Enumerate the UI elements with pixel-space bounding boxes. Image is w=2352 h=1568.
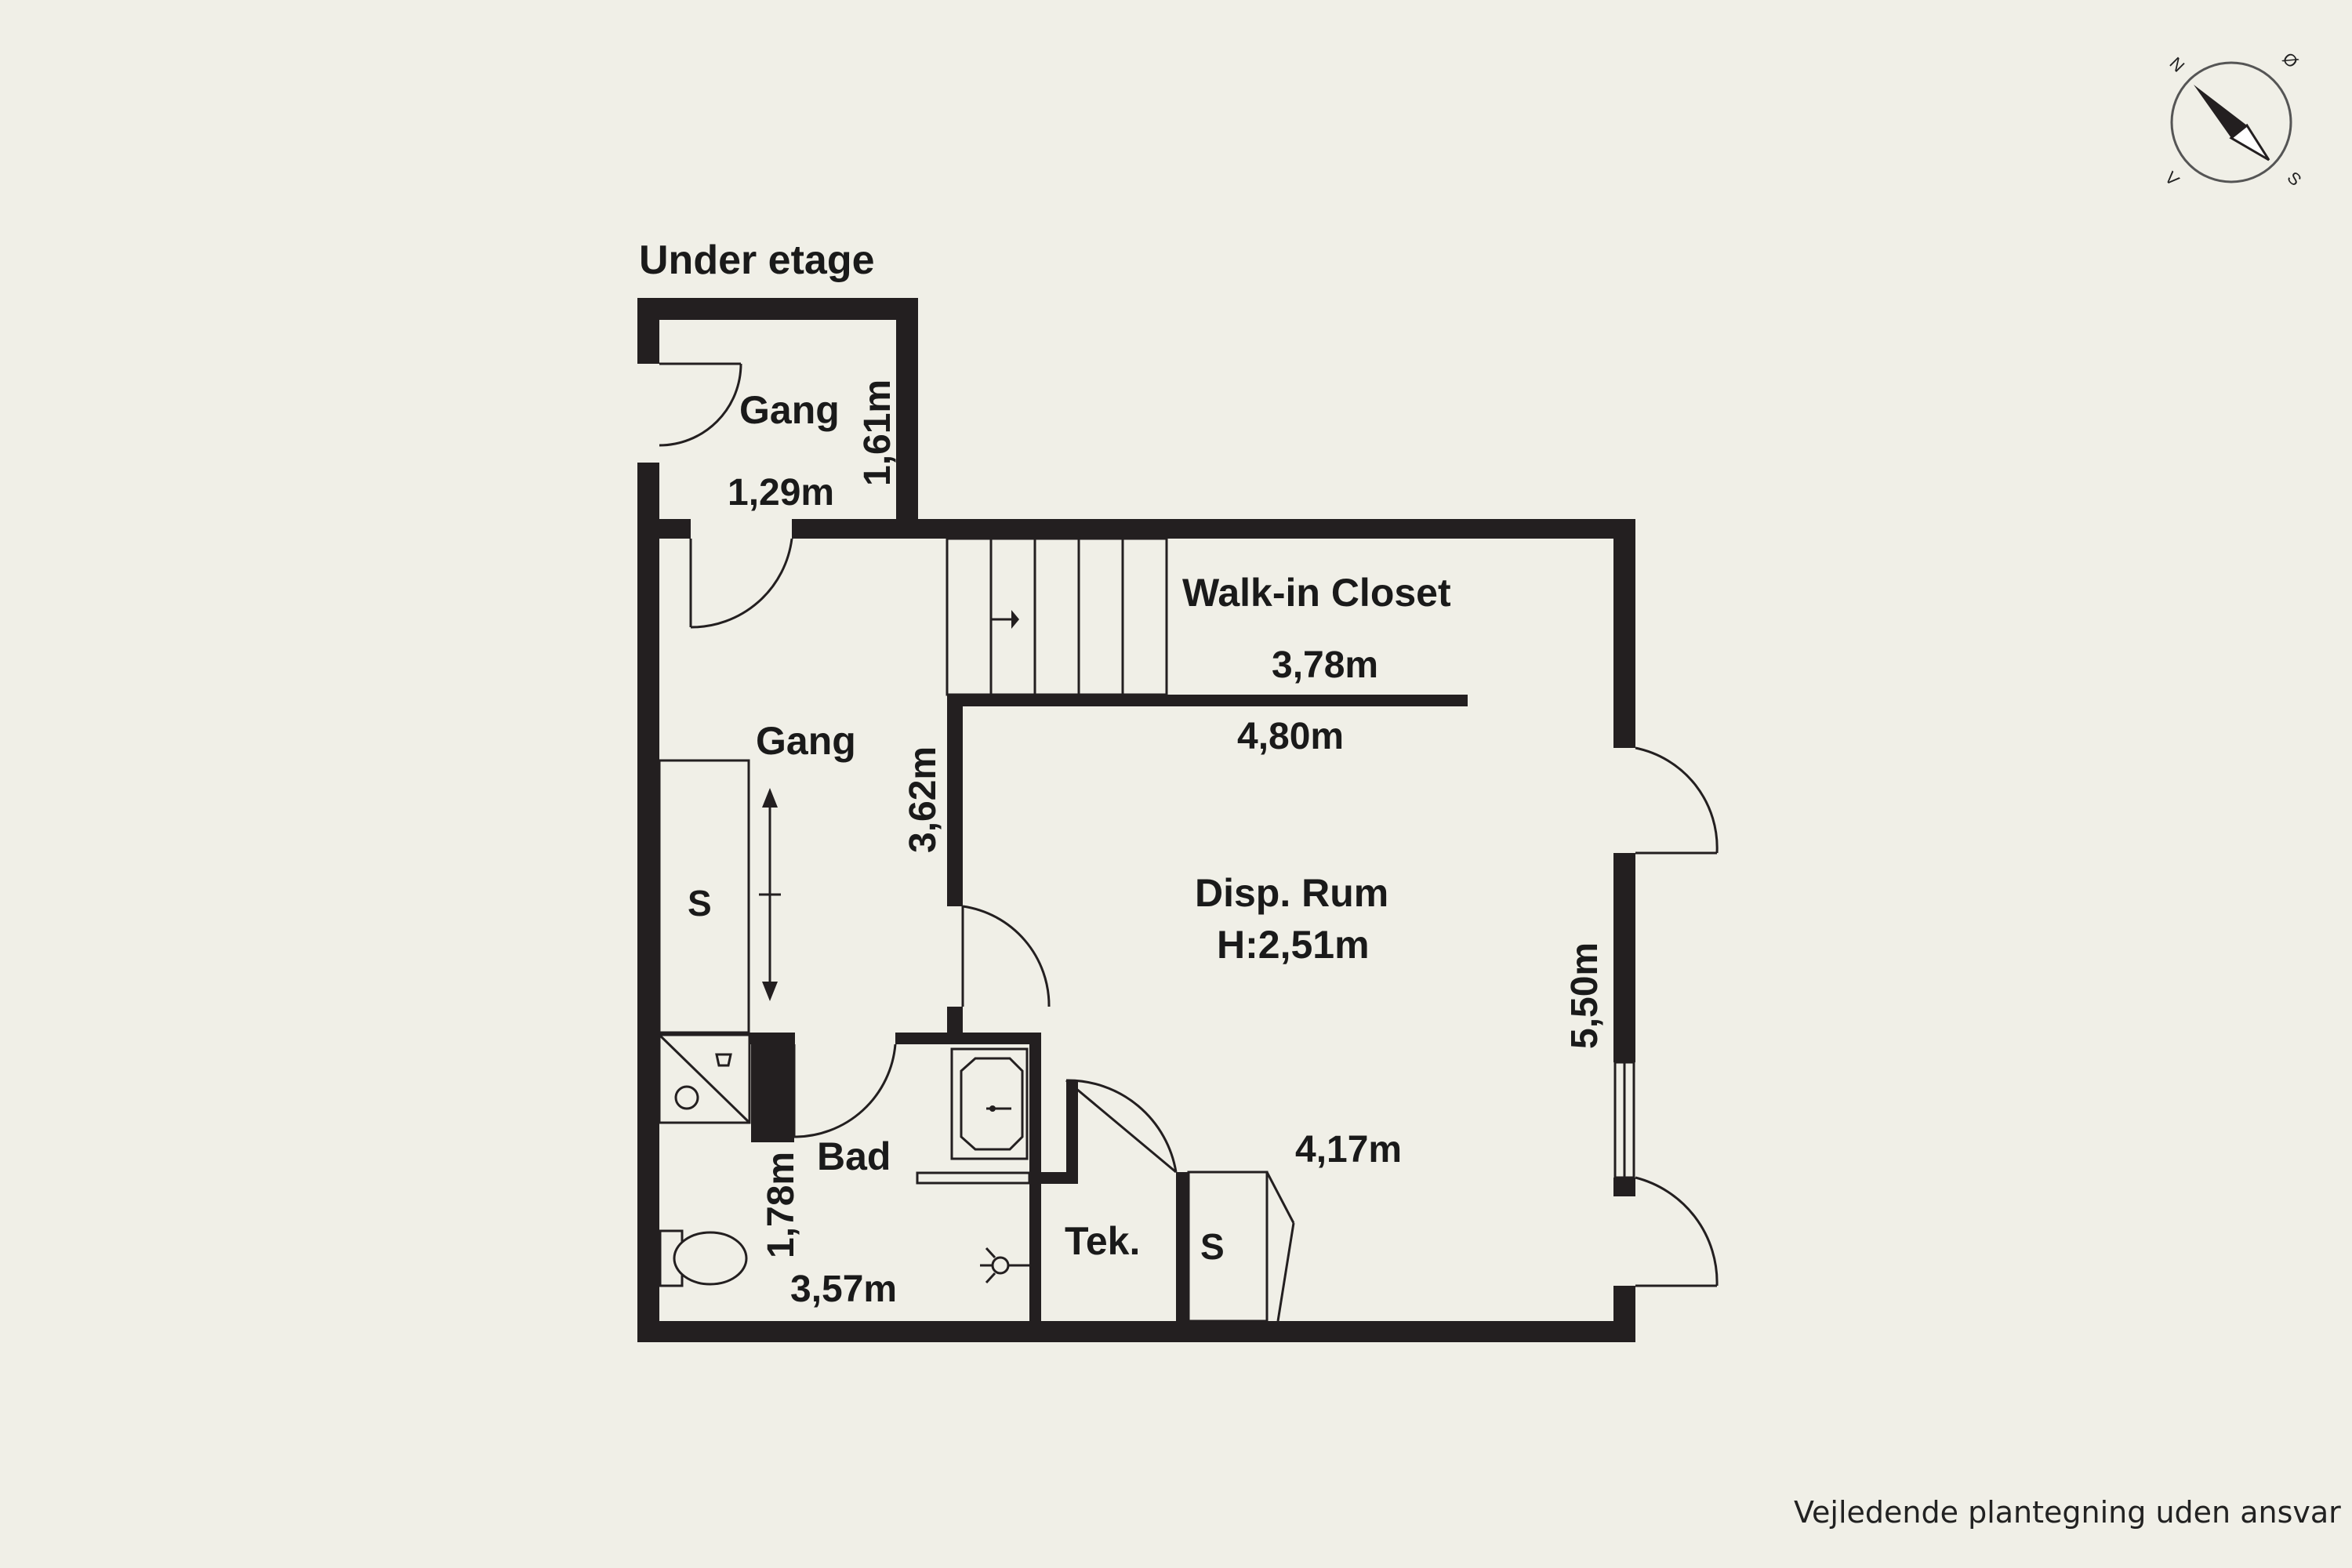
- dim-gang-entry-width: 1,29m: [728, 472, 834, 514]
- bad-door: [793, 1044, 897, 1138]
- disp-rum-height: H:2,51m: [1217, 923, 1370, 967]
- room-label-disp-rum: Disp. Rum: [1195, 871, 1388, 915]
- washing-machine-icon: [658, 1033, 751, 1124]
- dim-gang-hall-depth: 3,62m: [902, 746, 944, 853]
- disclaimer: Vejledende plantegning uden ansvar: [1794, 1495, 2341, 1530]
- dim-gang-entry-depth: 1,61m: [857, 379, 898, 486]
- dim-disp-rum-lower-width: 4,17m: [1295, 1129, 1402, 1171]
- storage-label-hall: S: [688, 883, 712, 924]
- room-label-tek: Tek.: [1065, 1219, 1140, 1263]
- sink-icon: [950, 1047, 1029, 1160]
- room-label-gang-hall: Gang: [756, 719, 856, 763]
- compass-icon: N Ø S V: [2161, 49, 2305, 190]
- disp-storage: [1187, 1171, 1295, 1323]
- toilet-icon: [659, 1229, 748, 1287]
- compass-south: S: [2283, 168, 2305, 190]
- hall-storage: [658, 759, 750, 1034]
- hall-door: [689, 538, 793, 629]
- dim-disp-rum-depth: 5,50m: [1564, 942, 1606, 1049]
- fixtures: [658, 759, 1295, 1323]
- doors: [659, 362, 1719, 1287]
- entry-door: [659, 362, 742, 447]
- compass-north: N: [2165, 53, 2188, 76]
- sliding-arrow-icon: [759, 788, 781, 1001]
- room-label-bad: Bad: [817, 1134, 891, 1178]
- compass-east: Ø: [2278, 49, 2302, 72]
- dim-walk-in-closet-width: 3,78m: [1272, 644, 1378, 686]
- staircase: [946, 537, 1168, 696]
- storage-label-disp: S: [1200, 1226, 1225, 1267]
- exterior-door-lower: [1635, 1176, 1719, 1287]
- labels: Under etage Gang 1,29m 1,61m Walk-in Clo…: [639, 238, 2341, 1530]
- dim-disp-rum-width: 4,80m: [1237, 716, 1344, 757]
- tek-door: [1065, 1079, 1178, 1174]
- disp-rum-door: [961, 905, 1051, 1007]
- window: [1613, 1061, 1635, 1179]
- exterior-door-upper: [1635, 746, 1719, 855]
- room-label-gang-entry: Gang: [739, 388, 840, 432]
- light-icon: [980, 1247, 1029, 1284]
- dim-bad-depth: 1,78m: [760, 1152, 802, 1258]
- dim-bad-width: 3,57m: [790, 1269, 897, 1310]
- room-label-walk-in-closet: Walk-in Closet: [1182, 571, 1451, 615]
- walls: [637, 298, 1635, 1342]
- compass-west: V: [2161, 168, 2183, 190]
- plan-title: Under etage: [639, 238, 875, 283]
